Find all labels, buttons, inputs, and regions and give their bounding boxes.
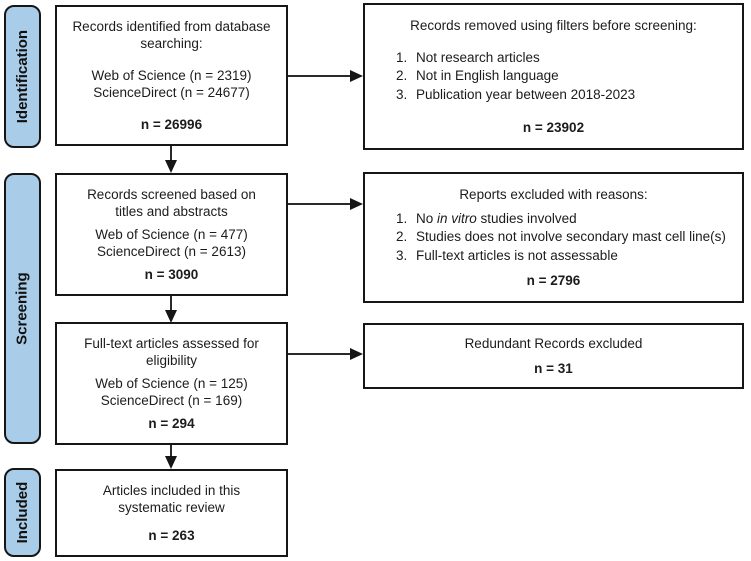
arrow-fulltext-to-included-line — [170, 445, 172, 458]
reason-item: Full-text articles is not assessable — [411, 247, 730, 264]
arrow-identified-to-removed-head — [350, 70, 363, 82]
box-total: n = 3090 — [144, 266, 199, 282]
box-title: Reports excluded with reasons: — [459, 187, 648, 202]
stage-bar-screening: Screening — [4, 173, 41, 444]
box-articles-included: Articles included in this systematic rev… — [55, 469, 288, 557]
source-line: Web of Science (n = 125) — [95, 375, 248, 391]
box-total: n = 263 — [148, 527, 195, 543]
box-reports-excluded: Reports excluded with reasons: No in vit… — [363, 172, 744, 303]
title-line: Records screened based on — [87, 187, 256, 202]
box-redundant-excluded: Redundant Records excluded n = 31 — [363, 323, 744, 389]
reason-item: Studies does not involve secondary mast … — [411, 228, 730, 245]
title-line: eligibility — [145, 353, 198, 369]
box-title: Articles included in this systematic rev… — [61, 482, 282, 517]
arrow-fulltext-to-redundant-head — [350, 348, 363, 360]
box-sources: Web of Science (n = 477) ScienceDirect (… — [61, 226, 282, 261]
box-title: Redundant Records excluded — [464, 336, 643, 351]
box-records-screened: Records screened based on titles and abs… — [55, 173, 288, 296]
stage-bar-identification: Identification — [4, 5, 41, 148]
title-line: systematic review — [118, 500, 225, 516]
box-title: Records screened based on titles and abs… — [61, 186, 282, 221]
box-fulltext-assessed: Full-text articles assessed for eligibil… — [55, 322, 288, 445]
box-records-identified: Records identified from database searchi… — [55, 5, 288, 146]
title-line: searching: — [140, 36, 203, 52]
box-sources: Web of Science (n = 125) ScienceDirect (… — [61, 375, 282, 410]
reason-item: No in vitro studies involved — [411, 210, 730, 227]
removed-reasons-list: Not research articles Not in English lan… — [377, 49, 730, 104]
stage-label-screening: Screening — [13, 272, 31, 345]
reason-text: Studies does not involve secondary mast … — [416, 229, 726, 245]
source-line: Web of Science (n = 2319) — [91, 67, 252, 83]
arrow-identified-to-removed-line — [288, 75, 352, 77]
arrow-fulltext-to-included-head — [165, 456, 177, 469]
box-sources: Web of Science (n = 2319) ScienceDirect … — [61, 67, 282, 102]
stage-bar-included: Included — [4, 468, 41, 557]
title-line: titles and abstracts — [115, 204, 228, 220]
arrow-identified-to-screened-head — [165, 160, 177, 173]
box-title: Records removed using filters before scr… — [410, 18, 697, 33]
excluded-reasons-list: No in vitro studies involved Studies doe… — [377, 210, 730, 265]
source-line: Web of Science (n = 477) — [95, 226, 248, 242]
arrow-screened-to-fulltext-head — [165, 310, 177, 323]
source-line: ScienceDirect (n = 2613) — [97, 244, 246, 260]
title-line: Articles included in this — [102, 483, 241, 498]
box-records-removed: Records removed using filters before scr… — [363, 3, 744, 150]
reason-item: Not in English language — [411, 67, 730, 84]
title-line: Full-text articles assessed for — [84, 336, 259, 351]
title-line: Records identified from database — [72, 19, 271, 34]
arrow-identified-to-screened-line — [170, 146, 172, 161]
reason-text: studies involved — [476, 211, 577, 227]
box-title: Full-text articles assessed for eligibil… — [61, 335, 282, 370]
reason-item: Not research articles — [411, 49, 730, 66]
arrow-screened-to-excluded-head — [350, 198, 363, 210]
source-line: ScienceDirect (n = 24677) — [93, 85, 250, 101]
stage-label-included: Included — [13, 481, 31, 544]
box-total: n = 2796 — [526, 272, 581, 288]
box-title: Records identified from database searchi… — [61, 18, 282, 53]
arrow-fulltext-to-redundant-line — [288, 353, 352, 355]
arrow-screened-to-fulltext-line — [170, 296, 172, 311]
reason-text: Full-text articles is not assessable — [416, 247, 618, 263]
box-total: n = 31 — [534, 360, 573, 376]
box-total: n = 23902 — [522, 119, 585, 135]
arrow-screened-to-excluded-line — [288, 203, 352, 205]
reason-text: No — [416, 211, 438, 227]
box-total: n = 26996 — [140, 116, 203, 132]
source-line: ScienceDirect (n = 169) — [100, 393, 243, 409]
reason-item: Publication year between 2018-2023 — [411, 86, 730, 103]
reason-text-italic: in vitro — [437, 211, 477, 227]
box-total: n = 294 — [148, 415, 195, 431]
stage-label-identification: Identification — [13, 29, 31, 124]
